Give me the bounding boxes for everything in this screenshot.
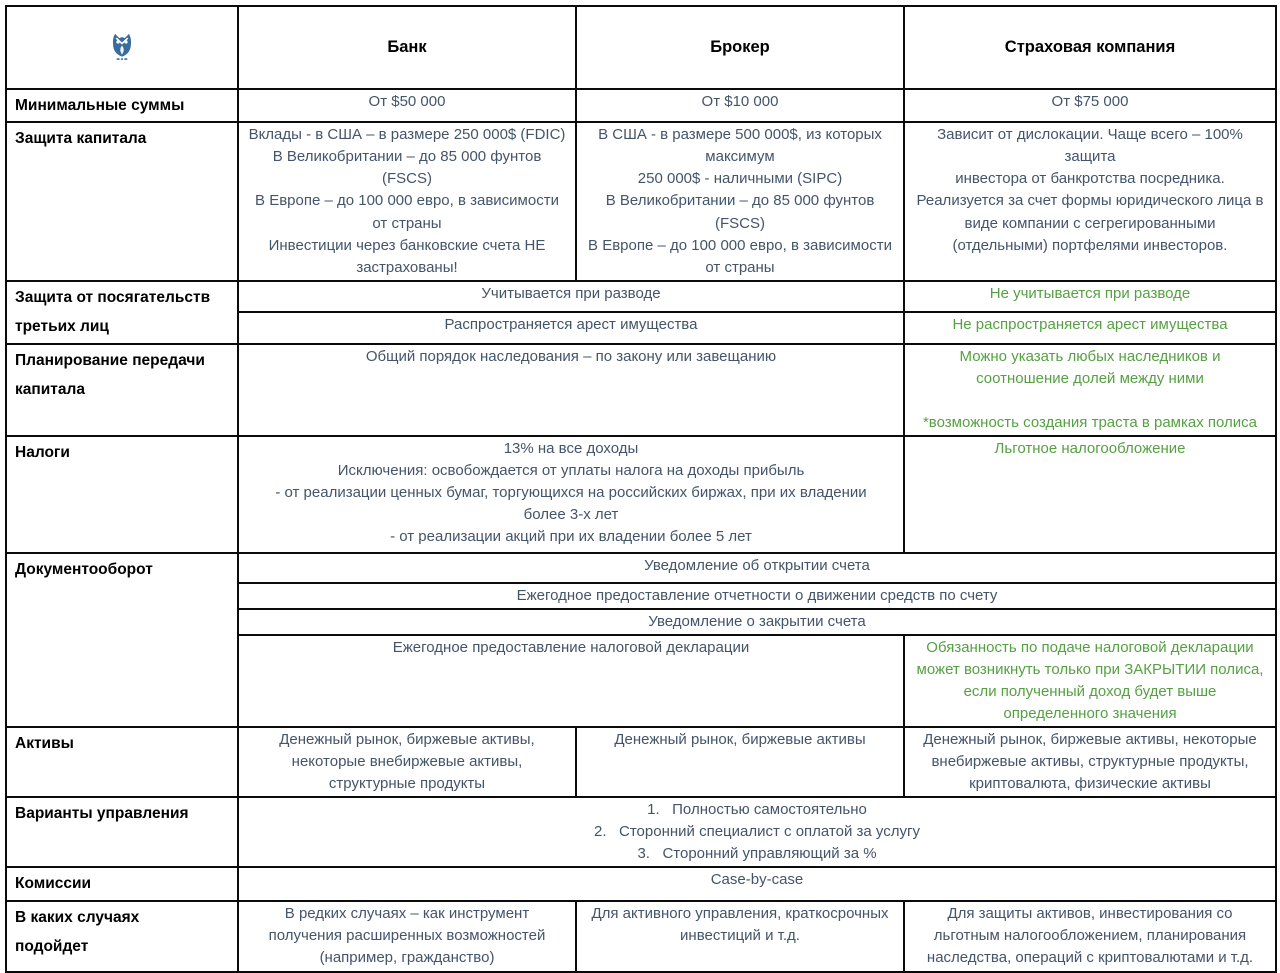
cell-taxes-insurer: Льготное налогообложение bbox=[903, 434, 1277, 554]
cell-use-cases-broker: Для активного управления, краткосрочных … bbox=[575, 899, 905, 973]
row-paperwork-close: Уведомление о закрытии счета bbox=[6, 607, 1277, 636]
cell-assets-insurer: Денежный рынок, биржевые активы, некотор… bbox=[903, 725, 1277, 799]
row-taxes: Налоги 13% на все доходы Исключения: осв… bbox=[5, 434, 1277, 554]
column-header-insurer: Страховая компания bbox=[903, 5, 1277, 90]
cell-assets-broker: Денежный рынок, биржевые активы bbox=[575, 725, 905, 799]
row-inheritance: Планирование передачи капитала Общий пор… bbox=[5, 342, 1277, 437]
logo-cell bbox=[5, 5, 239, 90]
cell-divorce-general: Учитывается при разводе bbox=[237, 279, 905, 314]
table-header-row: Банк Брокер Страховая компания bbox=[5, 5, 1277, 90]
row-paperwork-annual: Ежегодное предоставление отчетности о дв… bbox=[6, 581, 1277, 610]
row-third-party-divorce: Защита от посягательств третьих лиц Учит… bbox=[5, 279, 1277, 345]
cell-capital-protection-bank: Вклады - в США – в размере 250 000$ (FDI… bbox=[237, 121, 577, 282]
comparison-table: Банк Брокер Страховая компания Минимальн… bbox=[5, 5, 1277, 973]
cell-min-sums-bank: От $50 000 bbox=[237, 87, 577, 124]
cell-use-cases-insurer: Для защиты активов, инвестирования со ль… bbox=[903, 899, 1277, 973]
cell-paperwork-open-notice: Уведомление об открытии счета bbox=[237, 551, 1277, 584]
row-label-fees: Комиссии bbox=[5, 866, 239, 902]
row-fees: Комиссии Case-by-case bbox=[5, 866, 1277, 902]
cell-inheritance-general: Общий порядок наследования – по закону и… bbox=[237, 342, 905, 437]
row-third-party-arrest: Распространяется арест имущества Не расп… bbox=[6, 311, 1277, 345]
row-label-taxes: Налоги bbox=[5, 434, 239, 554]
cell-capital-protection-broker: В США - в размере 500 000$, из которых м… bbox=[575, 121, 905, 282]
column-header-broker: Брокер bbox=[575, 5, 905, 90]
cell-min-sums-broker: От $10 000 bbox=[575, 87, 905, 124]
cell-arrest-insurer: Не распространяется арест имущества bbox=[903, 311, 1277, 345]
page: Банк Брокер Страховая компания Минимальн… bbox=[5, 5, 1277, 973]
cell-arrest-general: Распространяется арест имущества bbox=[237, 311, 905, 345]
row-label-assets: Активы bbox=[5, 725, 239, 799]
column-header-bank: Банк bbox=[237, 5, 577, 90]
cell-fees-value: Case-by-case bbox=[237, 866, 1277, 902]
row-use-cases: В каких случаях подойдет В редких случая… bbox=[5, 899, 1277, 973]
row-label-paperwork: Документооборот bbox=[5, 551, 239, 728]
cell-paperwork-annual-report: Ежегодное предоставление отчетности о дв… bbox=[237, 581, 1277, 610]
row-assets: Активы Денежный рынок, биржевые активы, … bbox=[5, 725, 1277, 799]
row-label-min-sums: Минимальные суммы bbox=[5, 87, 239, 124]
row-capital-protection: Защита капитала Вклады - в США – в разме… bbox=[5, 121, 1277, 282]
cell-paperwork-tax-return-insurer: Обязанность по подаче налоговой декларац… bbox=[903, 633, 1277, 728]
cell-capital-protection-insurer: Зависит от дислокации. Чаще всего – 100%… bbox=[903, 121, 1277, 282]
row-label-management: Варианты управления bbox=[5, 796, 239, 869]
row-label-capital-protection: Защита капитала bbox=[5, 121, 239, 282]
row-paperwork-open: Документооборот Уведомление об открытии … bbox=[5, 551, 1277, 728]
cell-inheritance-insurer: Можно указать любых наследников и соотно… bbox=[903, 342, 1277, 437]
cell-assets-bank: Денежный рынок, биржевые активы, некотор… bbox=[237, 725, 577, 799]
row-label-inheritance: Планирование передачи капитала bbox=[5, 342, 239, 437]
owl-logo-icon bbox=[15, 29, 229, 65]
row-label-use-cases: В каких случаях подойдет bbox=[5, 899, 239, 973]
row-paperwork-tax-return: Ежегодное предоставление налоговой декла… bbox=[6, 633, 1277, 728]
cell-paperwork-tax-return-general: Ежегодное предоставление налоговой декла… bbox=[237, 633, 905, 728]
cell-divorce-insurer: Не учитывается при разводе bbox=[903, 279, 1277, 314]
cell-taxes-general: 13% на все доходы Исключения: освобождае… bbox=[237, 434, 905, 554]
cell-use-cases-bank: В редких случаях – как инструмент получе… bbox=[237, 899, 577, 973]
row-label-third-party: Защита от посягательств третьих лиц bbox=[5, 279, 239, 345]
cell-paperwork-close-notice: Уведомление о закрытии счета bbox=[237, 607, 1277, 636]
cell-management-options: 1. Полностью самостоятельно 2. Сторонний… bbox=[237, 796, 1277, 869]
cell-min-sums-insurer: От $75 000 bbox=[903, 87, 1277, 124]
row-management: Варианты управления 1. Полностью самосто… bbox=[5, 796, 1277, 869]
row-min-sums: Минимальные суммы От $50 000 От $10 000 … bbox=[5, 87, 1277, 124]
